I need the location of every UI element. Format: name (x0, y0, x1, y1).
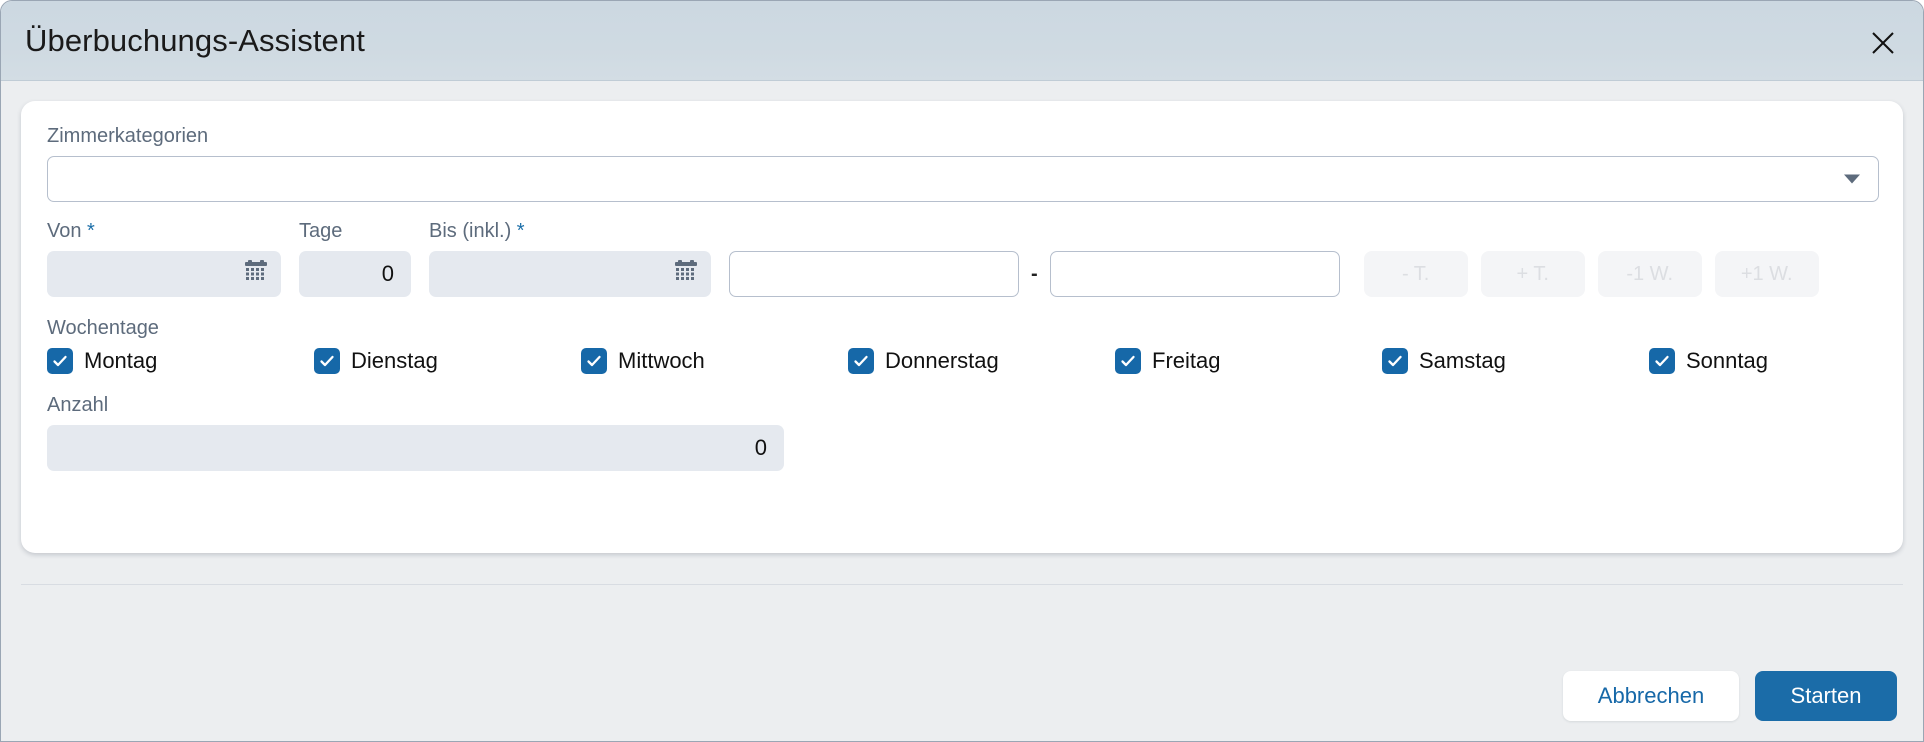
anzahl-row: Anzahl 0 (47, 392, 1877, 471)
footer-divider (21, 584, 1903, 585)
von-required-mark: * (87, 220, 95, 242)
bis-field-group: Bis (inkl.) * (429, 218, 711, 297)
bis-label: Bis (inkl.) * (429, 218, 711, 244)
range-to-input[interactable] (1049, 251, 1340, 297)
calendar-icon-glyph (675, 260, 697, 280)
room-category-row: Zimmerkategorien (47, 123, 1879, 202)
weekday-item-freitag[interactable]: Freitag (1115, 348, 1382, 374)
weekday-label: Samstag (1419, 348, 1506, 373)
weekday-item-sonntag[interactable]: Sonntag (1649, 348, 1916, 374)
von-field-group: Von * (47, 218, 281, 297)
weekday-label: Montag (84, 348, 158, 373)
check-icon (320, 355, 334, 367)
checkbox-checked-icon[interactable] (848, 348, 874, 374)
weekdays-label: Wochentage (47, 317, 159, 339)
weekday-label: Donnerstag (885, 348, 999, 373)
close-icon[interactable] (1863, 23, 1903, 63)
weekday-label: Dienstag (351, 348, 438, 373)
von-label: Von * (47, 218, 281, 244)
checkbox-checked-icon[interactable] (1115, 348, 1141, 374)
weekday-label: Mittwoch (618, 348, 705, 373)
weekday-checkbox-list: Montag Dienstag (47, 348, 1877, 374)
dialog-body: Zimmerkategorien Von * (1, 81, 1923, 741)
bis-date-input[interactable] (429, 251, 711, 297)
check-icon (854, 355, 868, 367)
range-separator: - (1031, 262, 1038, 285)
plus-day-button[interactable]: + T. (1480, 251, 1585, 297)
tage-label: Tage (299, 220, 343, 242)
checkbox-checked-icon[interactable] (47, 348, 73, 374)
anzahl-value: 0 (754, 435, 767, 460)
chevron-down-icon (1844, 174, 1860, 184)
tage-value: 0 (381, 261, 394, 286)
date-nudge-button-group: - T. + T. -1 W. +1 W. (1363, 251, 1819, 297)
start-button[interactable]: Starten (1755, 671, 1897, 721)
von-date-input[interactable] (47, 251, 281, 297)
form-card: Zimmerkategorien Von * (21, 101, 1903, 553)
bis-required-mark: * (516, 220, 525, 242)
check-icon (1388, 355, 1402, 367)
weekday-item-donnerstag[interactable]: Donnerstag (848, 348, 1115, 374)
check-icon (1655, 355, 1669, 367)
check-icon (587, 355, 601, 367)
weekday-item-dienstag[interactable]: Dienstag (314, 348, 581, 374)
calendar-icon[interactable] (244, 259, 268, 289)
anzahl-input[interactable]: 0 (47, 425, 784, 471)
check-icon (1121, 355, 1135, 367)
anzahl-label: Anzahl (47, 394, 109, 416)
range-from-group (729, 251, 1019, 297)
room-category-select[interactable] (47, 156, 1879, 202)
check-icon (53, 355, 67, 367)
bis-label-text: Bis (inkl.) (429, 220, 512, 242)
minus-day-button[interactable]: - T. (1363, 251, 1468, 297)
weekdays-row: Wochentage Montag (47, 315, 1877, 374)
von-label-text: Von (47, 220, 82, 242)
dialog-title: Überbuchungs-Assistent (25, 22, 365, 58)
weekday-item-mittwoch[interactable]: Mittwoch (581, 348, 848, 374)
minus-week-button[interactable]: -1 W. (1597, 251, 1702, 297)
checkbox-checked-icon[interactable] (1382, 348, 1408, 374)
room-category-label: Zimmerkategorien (47, 125, 209, 147)
weekday-label: Freitag (1152, 348, 1221, 373)
footer-actions: Abbrechen Starten (1563, 671, 1897, 721)
weekday-label: Sonntag (1686, 348, 1768, 373)
plus-week-button[interactable]: +1 W. (1714, 251, 1819, 297)
weekday-item-samstag[interactable]: Samstag (1382, 348, 1649, 374)
close-icon-glyph (1872, 32, 1894, 54)
weekday-item-montag[interactable]: Montag (47, 348, 314, 374)
tage-input[interactable]: 0 (299, 251, 411, 297)
range-to-group (1049, 251, 1340, 297)
cancel-button[interactable]: Abbrechen (1563, 671, 1739, 721)
range-from-input[interactable] (729, 251, 1019, 297)
checkbox-checked-icon[interactable] (581, 348, 607, 374)
tage-field-group: Tage 0 (299, 218, 411, 297)
date-range-row: Von * (47, 218, 1877, 297)
checkbox-checked-icon[interactable] (1649, 348, 1675, 374)
dialog-header: Überbuchungs-Assistent (1, 1, 1923, 81)
checkbox-checked-icon[interactable] (314, 348, 340, 374)
calendar-icon-glyph (245, 260, 267, 280)
calendar-icon[interactable] (674, 259, 698, 289)
